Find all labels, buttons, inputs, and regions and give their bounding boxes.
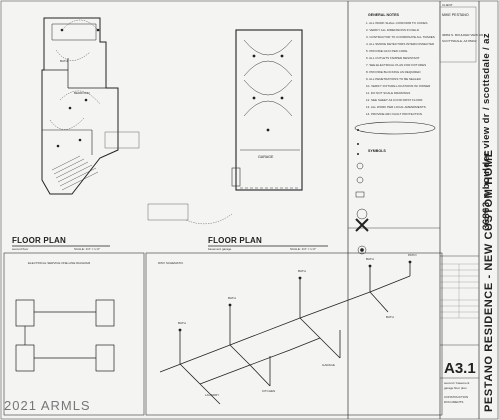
riser-label: BATH bbox=[228, 296, 236, 300]
sheet-phase-line: DOCUMENTS bbox=[444, 400, 464, 404]
general-note: 12. SEE SHEET A3.0 FOR FIRST FLOOR bbox=[366, 98, 423, 102]
client-label: CLIENT bbox=[442, 3, 453, 7]
general-note: 14. PROVIDE ARC FAULT PROTECTION bbox=[366, 112, 422, 116]
riser-label: GARAGE bbox=[322, 363, 335, 367]
riser-label: KITCHEN bbox=[262, 389, 276, 393]
general-note: 6. ALL OUTLETS TAMPER RESISTANT bbox=[366, 56, 420, 60]
symbols-heading: SYMBOLS bbox=[368, 149, 386, 153]
general-note: 4. ALL SMOKE DETECTORS INTERCONNECTED bbox=[366, 42, 435, 46]
sheet-title-line: garage floor plan bbox=[444, 386, 467, 390]
general-note: 3. CONTRACTOR TO COORDINATE ALL TRADES bbox=[366, 35, 435, 39]
floor-plan-subtitle: second floor bbox=[12, 247, 29, 251]
floor-plan-scale: SCALE: 1/4" = 1'-0" bbox=[74, 247, 101, 251]
client-address-line: 36863 N. BOULDER VIEW DR bbox=[442, 33, 484, 37]
general-note: 8. PROVIDE BLOCKING AS REQUIRED bbox=[366, 70, 421, 74]
riser-label: BATH bbox=[178, 321, 186, 325]
panel-diagram-title: ELECTRICAL SERVICE ONE-LINE DIAGRAM bbox=[28, 261, 91, 265]
room-label-bedroom: BEDROOM bbox=[74, 91, 90, 95]
general-note: 9. ALL PENETRATIONS TO BE SEALED bbox=[366, 77, 421, 81]
client-name: MIKE PESTANO bbox=[442, 13, 469, 17]
project-title: PESTANO RESIDENCE - NEW CUSTOM HOME bbox=[483, 149, 495, 412]
client-address-line: SCOTTSDALE, AZ 85262 bbox=[442, 39, 477, 43]
general-note: 1. ALL WORK SHALL CONFORM TO CODES bbox=[366, 21, 428, 25]
general-note: 5. PROVIDE GFCI PER CODE bbox=[366, 49, 408, 53]
riser-label: BATH bbox=[298, 269, 306, 273]
riser-title: DWV SCHEMATIC bbox=[158, 261, 184, 265]
floor-plan-title: FLOOR PLAN bbox=[12, 236, 66, 245]
general-note: 10. VERIFY FIXTURE LOCATIONS W/ OWNER bbox=[366, 84, 431, 88]
riser-label: LAUNDRY bbox=[205, 393, 220, 397]
general-note: 11. DO NOT SCALE DRAWINGS bbox=[366, 91, 411, 95]
riser-label: BATH bbox=[386, 315, 394, 319]
general-note: 13. ALL WORK PER LOCAL AMENDMENTS bbox=[366, 105, 426, 109]
room-label-garage: GARAGE bbox=[258, 155, 274, 159]
general-notes-heading: GENERAL NOTES bbox=[368, 13, 399, 17]
general-note: 2. VERIFY ALL DIMENSIONS IN FIELD bbox=[366, 28, 420, 32]
riser-label: PATIO bbox=[408, 253, 417, 257]
floor-plan-title: FLOOR PLAN bbox=[208, 236, 262, 245]
sheet-number: A3.1 bbox=[444, 360, 476, 377]
general-note: 7. SEE ELECTRICAL PLAN FOR FIXTURES bbox=[366, 63, 427, 67]
riser-label: BATH bbox=[366, 257, 374, 261]
floor-plan-scale: SCALE: 1/4" = 1'-0" bbox=[290, 247, 317, 251]
floor-plan-subtitle: basement garage bbox=[208, 247, 232, 251]
sheet-title-line: second / basement bbox=[444, 381, 470, 385]
sheet-phase-line: CONSTRUCTION bbox=[444, 395, 469, 399]
mls-watermark: 2021 ARMLS bbox=[4, 398, 91, 413]
room-label-bath: BATH bbox=[60, 59, 68, 63]
